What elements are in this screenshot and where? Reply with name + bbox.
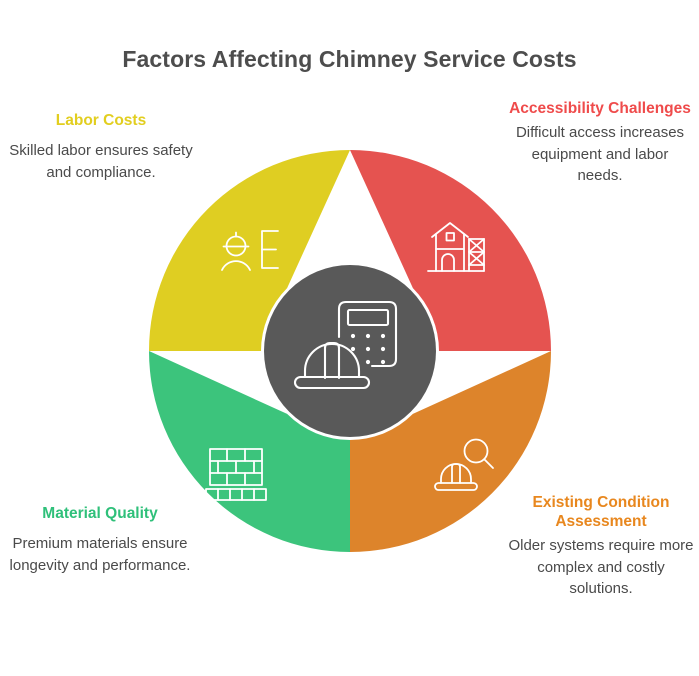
label-material-quality: Material Quality Premium materials ensur… <box>0 505 200 576</box>
brick-wall-icon <box>205 448 267 501</box>
worker-hardhat-checklist-icon <box>221 230 279 271</box>
hardhat-calculator-icon <box>293 300 398 390</box>
label-title-existing-condition-assessment: Existing Condition Assessment <box>532 494 670 530</box>
cycle-wheel-svg <box>149 150 551 552</box>
label-desc-material-quality: Premium materials ensure longevity and p… <box>9 534 191 574</box>
label-accessibility-challenges: Accessibility Challenges Difficult acces… <box>508 100 692 187</box>
segment-labor-costs[interactable] <box>149 150 350 380</box>
segment-material-quality[interactable] <box>149 351 379 552</box>
label-existing-condition-assessment: Existing Condition Assessment Older syst… <box>505 494 697 600</box>
segment-existing-condition-assessment[interactable] <box>321 351 551 552</box>
hardhat-magnifier-icon <box>434 438 494 491</box>
page-title: Factors Affecting Chimney Service Costs <box>122 46 577 72</box>
cycle-diagram <box>148 149 552 553</box>
house-scaffolding-icon <box>427 222 485 272</box>
label-desc-labor-costs: Skilled labor ensures safety and complia… <box>9 141 193 181</box>
label-title-labor-costs: Labor Costs <box>55 112 147 129</box>
label-title-accessibility-challenges: Accessibility Challenges <box>509 100 691 117</box>
label-desc-accessibility-challenges: Difficult access increases equipment and… <box>515 123 685 185</box>
label-desc-existing-condition-assessment: Older systems require more complex and c… <box>508 536 694 598</box>
label-title-material-quality: Material Quality <box>42 505 158 522</box>
label-labor-costs: Labor Costs Skilled labor ensures safety… <box>8 112 194 183</box>
segment-accessibility-challenges[interactable] <box>350 150 551 380</box>
